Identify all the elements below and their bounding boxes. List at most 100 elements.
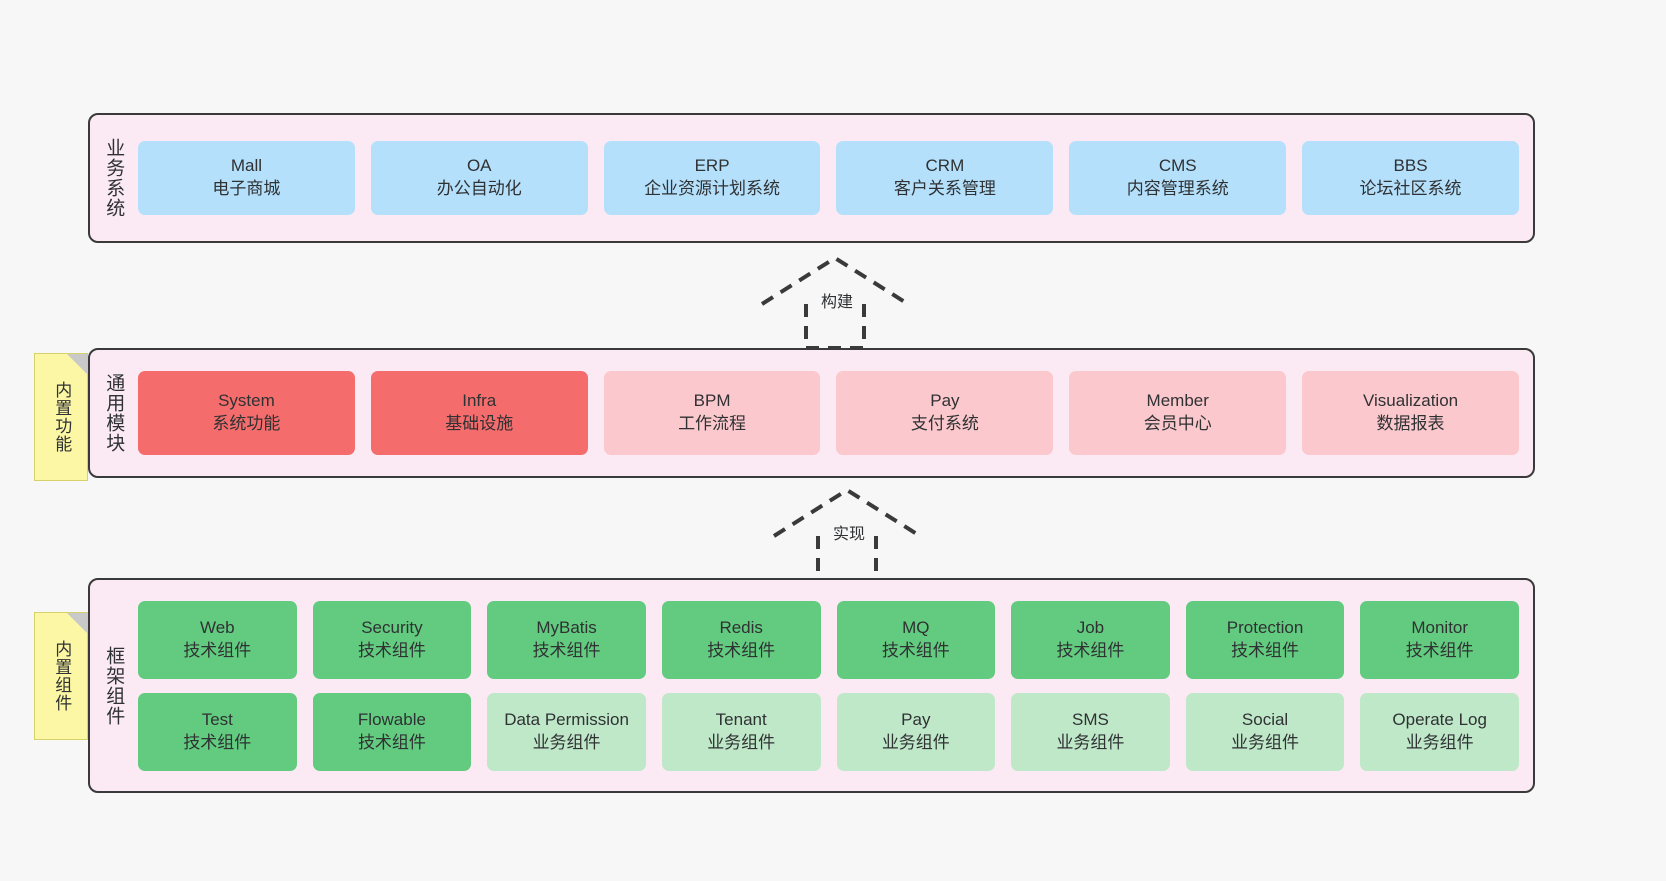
card-title: Pay [930,391,960,411]
layer-common-module-label: 通用模块 [103,373,125,453]
card-title: Infra [462,391,497,411]
card-subtitle: 客户关系管理 [893,179,996,198]
card-oa[interactable]: OA 办公自动化 [370,141,588,215]
card-subtitle: 技术组件 [183,640,252,660]
card-subtitle: 业务组件 [881,732,950,752]
layer-framework-component-label: 框架组件 [103,645,125,726]
card-title: Monitor [1411,617,1469,637]
card-tenant[interactable]: Tenant 业务组件 [661,692,821,771]
card-title: MyBatis [536,617,597,637]
card-title: CMS [1158,156,1197,176]
card-subtitle: 业务组件 [1231,732,1300,752]
card-title: Flowable [357,709,426,729]
note-builtin-function-label: 内置功能 [52,381,72,453]
connector-implement: 实现 [772,484,922,584]
card-erp[interactable]: ERP 企业资源计划系统 [603,141,821,215]
card-pay-component[interactable]: Pay 业务组件 [836,692,996,771]
note-builtin-component: 内置组件 [34,612,88,740]
card-bpm[interactable]: BPM 工作流程 [603,371,821,455]
framework-tech-row: Web 技术组件 Security 技术组件 MyBatis 技术组件 Redi… [138,600,1519,679]
card-title: Web [199,617,235,637]
card-subtitle: 技术组件 [881,640,950,660]
card-subtitle: 技术组件 [707,640,776,660]
card-subtitle: 支付系统 [910,414,979,433]
card-title: Redis [719,617,763,637]
card-crm[interactable]: CRM 客户关系管理 [836,141,1054,215]
card-subtitle: 办公自动化 [436,179,522,198]
card-subtitle: 技术组件 [183,732,252,752]
card-title: Mall [230,156,262,176]
card-mybatis[interactable]: MyBatis 技术组件 [487,600,646,679]
card-subtitle: 电子商城 [212,179,281,198]
card-title: ERP [694,156,730,176]
connector-implement-label: 实现 [830,520,869,544]
card-subtitle: 技术组件 [532,640,601,660]
card-system[interactable]: System 系统功能 [138,371,355,455]
card-title: System [218,391,275,411]
card-subtitle: 工作流程 [678,414,747,433]
card-mall[interactable]: Mall 电子商城 [138,141,355,215]
card-job[interactable]: Job 技术组件 [1011,600,1170,679]
note-builtin-component-label: 内置组件 [52,640,72,712]
card-data-permission[interactable]: Data Permission 业务组件 [487,692,646,771]
card-subtitle: 技术组件 [1405,640,1474,660]
card-mq[interactable]: MQ 技术组件 [836,600,996,679]
card-pay-module[interactable]: Pay 支付系统 [836,371,1054,455]
card-subtitle: 会员中心 [1143,414,1212,433]
card-subtitle: 企业资源计划系统 [644,179,781,198]
card-title: SMS [1072,709,1109,729]
card-visualization[interactable]: Visualization 数据报表 [1302,371,1519,455]
note-builtin-function: 内置功能 [34,353,88,481]
card-subtitle: 业务组件 [1405,732,1474,752]
card-subtitle: 数据报表 [1376,414,1445,433]
card-title: Visualization [1362,391,1459,411]
card-title: OA [466,156,492,176]
card-infra[interactable]: Infra 基础设施 [370,371,588,455]
card-cms[interactable]: CMS 内容管理系统 [1069,141,1287,215]
layer-common-module-body: System 系统功能 Infra 基础设施 BPM 工作流程 Pay 支付系统… [136,350,1533,476]
card-subtitle: 技术组件 [357,732,426,752]
arrowhead-build [760,255,910,306]
card-bbs[interactable]: BBS 论坛社区系统 [1302,141,1519,215]
card-redis[interactable]: Redis 技术组件 [661,600,821,679]
card-title: BBS [1393,156,1428,176]
card-title: Protection [1226,617,1304,637]
card-title: Pay [901,709,931,729]
card-subtitle: 系统功能 [212,414,281,433]
layer-business-system-label: 业务系统 [103,138,125,218]
card-title: Test [201,709,233,729]
card-member[interactable]: Member 会员中心 [1069,371,1287,455]
business-card-row: Mall 电子商城 OA 办公自动化 ERP 企业资源计划系统 CRM 客户关系… [138,141,1519,215]
card-protection[interactable]: Protection 技术组件 [1185,600,1345,679]
connector-build: 构建 [760,252,910,352]
card-title: CRM [925,156,965,176]
card-web[interactable]: Web 技术组件 [138,600,297,679]
card-title: BPM [693,391,731,411]
card-subtitle: 技术组件 [357,640,426,660]
card-monitor[interactable]: Monitor 技术组件 [1360,600,1519,679]
common-card-row: System 系统功能 Infra 基础设施 BPM 工作流程 Pay 支付系统… [138,371,1519,455]
card-subtitle: 论坛社区系统 [1359,179,1462,198]
card-test[interactable]: Test 技术组件 [138,692,297,771]
layer-framework-component-body: Web 技术组件 Security 技术组件 MyBatis 技术组件 Redi… [136,580,1533,791]
card-sms[interactable]: SMS 业务组件 [1011,692,1170,771]
connector-build-label: 构建 [818,288,857,312]
card-subtitle: 基础设施 [445,414,514,433]
card-security[interactable]: Security 技术组件 [312,600,472,679]
card-title: Job [1076,617,1105,637]
layer-framework-component: 框架组件 Web 技术组件 Security 技术组件 MyBatis 技术组件… [88,578,1535,793]
card-title: Tenant [715,709,767,729]
card-subtitle: 技术组件 [1056,640,1125,660]
card-title: MQ [902,617,930,637]
framework-business-row: Test 技术组件 Flowable 技术组件 Data Permission … [138,692,1519,771]
card-subtitle: 业务组件 [532,732,601,752]
layer-business-system-body: Mall 电子商城 OA 办公自动化 ERP 企业资源计划系统 CRM 客户关系… [136,115,1533,241]
card-flowable[interactable]: Flowable 技术组件 [312,692,472,771]
card-subtitle: 业务组件 [707,732,776,752]
card-operate-log[interactable]: Operate Log 业务组件 [1360,692,1519,771]
card-social[interactable]: Social 业务组件 [1185,692,1345,771]
card-title: Social [1241,709,1289,729]
card-subtitle: 业务组件 [1056,732,1125,752]
card-title: Security [361,617,423,637]
